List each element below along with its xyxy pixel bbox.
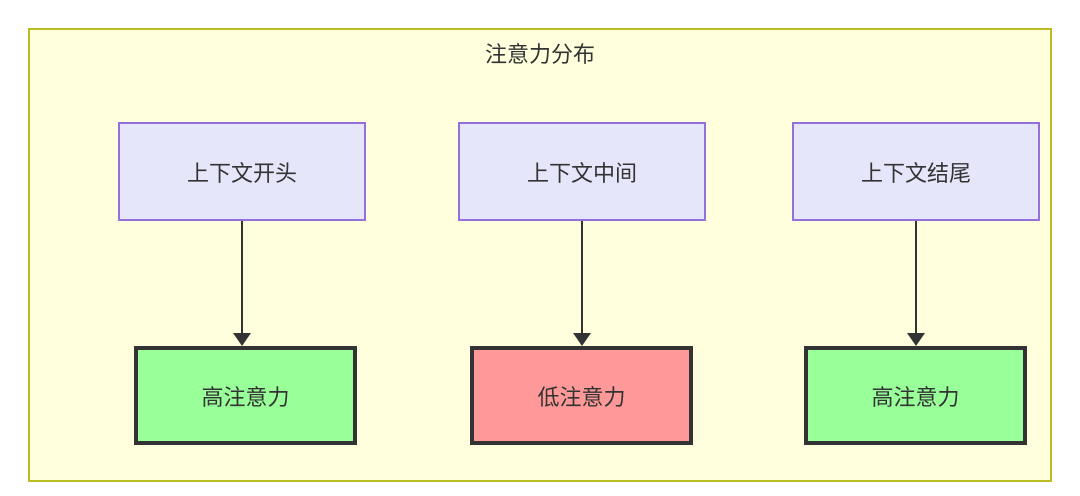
attention-distribution-group: 注意力分布 上下文开头 上下文中间 上下文结尾 高注意力 低注意力 高注意力 <box>28 28 1052 482</box>
node-attention-start[interactable]: 高注意力 <box>134 346 357 445</box>
node-context-end[interactable]: 上下文结尾 <box>792 122 1040 221</box>
node-context-end-label: 上下文结尾 <box>860 160 971 186</box>
arrow-head-start-to-high <box>233 333 251 346</box>
node-context-start[interactable]: 上下文开头 <box>118 122 366 221</box>
node-context-middle[interactable]: 上下文中间 <box>458 122 706 221</box>
diagram-title: 注意力分布 <box>484 42 595 67</box>
node-attention-end[interactable]: 高注意力 <box>804 346 1027 445</box>
node-attention-middle[interactable]: 低注意力 <box>470 346 693 445</box>
arrow-line-end-to-high <box>915 221 917 334</box>
node-attention-start-label: 高注意力 <box>201 384 290 410</box>
arrow-line-middle-to-low <box>581 221 583 334</box>
node-attention-middle-label: 低注意力 <box>537 384 626 410</box>
arrow-line-start-to-high <box>241 221 243 334</box>
node-attention-end-label: 高注意力 <box>871 384 960 410</box>
node-context-start-label: 上下文开头 <box>186 160 297 186</box>
node-context-middle-label: 上下文中间 <box>526 160 637 186</box>
arrow-head-end-to-high <box>907 333 925 346</box>
arrow-head-middle-to-low <box>573 333 591 346</box>
